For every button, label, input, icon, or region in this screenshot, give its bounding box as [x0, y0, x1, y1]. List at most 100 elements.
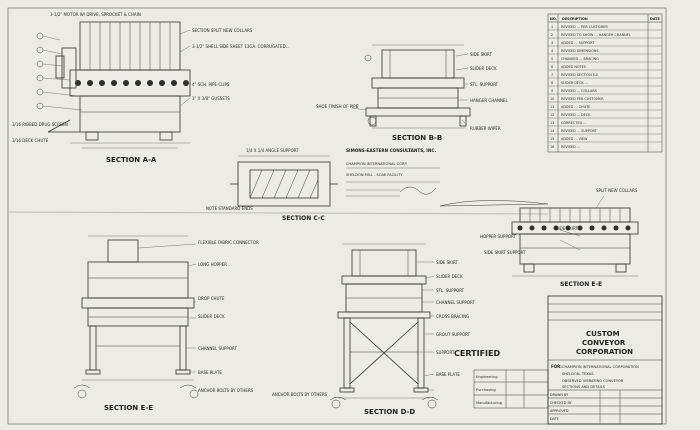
- dd-callout-8: BASE PLATE: [436, 372, 460, 377]
- rev-row-no: 14: [550, 129, 554, 133]
- bb-callout-2: SLIDER DECK: [470, 66, 497, 71]
- rev-row-no: 15: [550, 137, 554, 141]
- rev-row-desc: REVISED DIMENSIONS: [561, 49, 599, 53]
- ee-left-callout-1: FLEXIBLE FABRIC CONNECTOR: [198, 240, 259, 245]
- rev-row-desc: CORRECTED ...: [561, 121, 586, 125]
- bb-callout-4: HANGER CHANNEL: [470, 98, 508, 103]
- ee-left-callout-5: CHANNEL SUPPORT: [198, 346, 237, 351]
- rev-row-desc: REVISED ...: [561, 145, 580, 149]
- rev-row-no: 3: [551, 41, 553, 45]
- bb-callout-6: SHOE FINISH OF PIPE: [316, 104, 359, 109]
- aa-callout-4: 4" SCH. PIPE CLIPS: [192, 82, 230, 87]
- rev-row-desc: CHANGED ... BRACING: [561, 57, 599, 61]
- revision-block: [547, 13, 663, 153]
- ee-right-callout-2: SIDE SKIRT: [556, 226, 578, 231]
- section-dd-view: [329, 243, 439, 409]
- rev-row-no: 2: [551, 33, 553, 37]
- aa-callout-7: 3/16 DECK CHUTE: [12, 138, 49, 143]
- aa-callout-1: 3-1/2" MOTOR W/ DRIVE, SPROCKET & CHAIN: [50, 12, 141, 17]
- section-cc-title: SECTION C-C: [282, 215, 325, 222]
- rev-row-desc: REVISED ... DECK: [561, 113, 591, 117]
- rev-row-no: 7: [551, 73, 553, 77]
- rev-row-desc: REVISED PER CUSTOMER: [561, 97, 604, 101]
- rev-row-desc: REVISED TO SHOW ... HANGER CHANNEL: [561, 33, 631, 37]
- rev-row-no: 16: [550, 145, 554, 149]
- cert-row-1: Engineering: [476, 375, 498, 379]
- ee-left-callout-3: DROP CHUTE: [198, 296, 225, 301]
- cc-callout-2: NOTE STANDARD ENDS: [206, 206, 253, 211]
- ee-right-callout-1: SPLIT NEW COLLARS: [596, 188, 638, 193]
- cert-row-2: Purchasing: [476, 388, 496, 392]
- ee-right-callout-4: SIDE SKIRT SUPPORT: [484, 250, 526, 255]
- bb-callout-5: RUBBER WIPER: [470, 126, 501, 131]
- rev-row-desc: ADDED NOTES: [561, 65, 586, 69]
- certification-table: [473, 369, 549, 409]
- dd-callout-7: SUPPORT: [436, 350, 455, 355]
- consultant-line-2: SHELDON MILL - SOAK FACILITY: [346, 173, 403, 177]
- ee-left-callout-7: ANCHOR BOLTS BY OTHERS: [198, 388, 254, 393]
- aa-callout-6: 3/16 RIBBED DRUG SCREEN: [12, 122, 68, 127]
- cert-row-3: Manufacturing: [476, 401, 502, 405]
- company-name-1: CUSTOM: [586, 330, 620, 338]
- sheet-border: [7, 7, 667, 425]
- consultant-stamp: [346, 167, 440, 197]
- rev-row-no: 10: [550, 97, 554, 101]
- section-aa-title: SECTION A-A: [106, 156, 157, 164]
- rev-row-desc: REVISED ... PER CUSTOMER: [561, 25, 609, 29]
- cc-callout-1: 1/4 X 1/4 ANGLE SUPPORT: [246, 148, 299, 153]
- rev-row-desc: ADDED ... SUPPORT: [561, 41, 595, 45]
- section-ee-right-view: [439, 195, 639, 277]
- rev-row-desc: REVISED SECTION E-E: [561, 73, 598, 77]
- bb-callout-3: STL. SUPPORT: [470, 82, 499, 87]
- rev-row-no: 11: [550, 105, 554, 109]
- aa-callout-3: 3-1/2" SHELL SIDE SHEET 13GA. CORRUGATED…: [192, 44, 289, 49]
- section-bb-view: [351, 44, 471, 129]
- rev-row-no: 8: [551, 81, 553, 85]
- rev-header-date: DATE: [650, 17, 660, 21]
- fold-line: [7, 211, 549, 215]
- company-name-2: CONVEYOR: [582, 339, 626, 347]
- tb-row-label: CHECKED BY: [550, 401, 573, 405]
- aa-callout-5: 1" X 3/8" GUSSETS: [192, 96, 230, 101]
- dd-callout-3: STL. SUPPORT: [436, 288, 465, 293]
- ee-left-callout-2: LONG HOPPER: [198, 262, 227, 267]
- tb-row-label: DRAWN BY: [550, 393, 569, 397]
- section-dd-title: SECTION D-D: [364, 408, 415, 416]
- for-label: FOR:: [551, 364, 562, 369]
- drawing-title-1: OBSERVED VIBRATING CONVEYOR: [562, 379, 624, 383]
- dd-callout-4: CHANNEL SUPPORT: [436, 300, 475, 305]
- section-ee-left-title: SECTION E-E: [104, 404, 153, 412]
- dd-callout-1: SIDE SKIRT: [436, 260, 458, 265]
- ee-right-callout-3: HOPPER SUPPORT: [480, 234, 516, 239]
- customer-location: SHELDON, TEXAS: [562, 372, 594, 376]
- dd-callout-5: CROSS BRACING: [436, 314, 469, 319]
- company-name-3: CORPORATION: [576, 348, 633, 356]
- rev-row-desc: ADDED ... VIEW: [561, 137, 588, 141]
- rev-header-no: NO.: [550, 17, 557, 21]
- ee-left-callout-6: BASE PLATE: [198, 370, 222, 375]
- rev-row-desc: REVISED ... COLLARS: [561, 89, 597, 93]
- aa-callout-2: SECTION SPLIT NEW COLLARS: [192, 28, 253, 33]
- rev-row-no: 5: [551, 57, 553, 61]
- rev-row-no: 1: [551, 25, 553, 29]
- rev-row-no: 6: [551, 65, 553, 69]
- rev-row-no: 4: [551, 49, 553, 53]
- bb-callout-1: SIDE SKIRT: [470, 52, 492, 57]
- rev-row-no: 12: [550, 113, 554, 117]
- dd-callout-9: ANCHOR BOLTS BY OTHERS: [272, 392, 328, 397]
- ee-left-callout-4: SLIDER DECK: [198, 314, 225, 319]
- rev-header-desc: DESCRIPTION: [562, 17, 588, 21]
- title-block: [547, 295, 663, 425]
- rev-row-no: 9: [551, 89, 553, 93]
- consultant-name: SIMONS-EASTERN CONSULTANTS, INC.: [346, 148, 436, 153]
- section-aa-view: [36, 21, 191, 149]
- section-ee-right-title: SECTION E-E: [560, 281, 602, 288]
- customer-name: CHAMPION INTERNATIONAL CORPORATION: [562, 365, 639, 369]
- certified-stamp: CERTIFIED: [454, 349, 500, 358]
- consultant-line-1: CHAMPION INTERNATIONAL CORP.: [346, 162, 407, 166]
- tb-row-label: APPROVED: [550, 409, 569, 413]
- section-ee-left-view: [73, 235, 199, 399]
- dd-callout-6: GROUT SUPPORT: [436, 332, 471, 337]
- dd-callout-2: SLIDER DECK: [436, 274, 463, 279]
